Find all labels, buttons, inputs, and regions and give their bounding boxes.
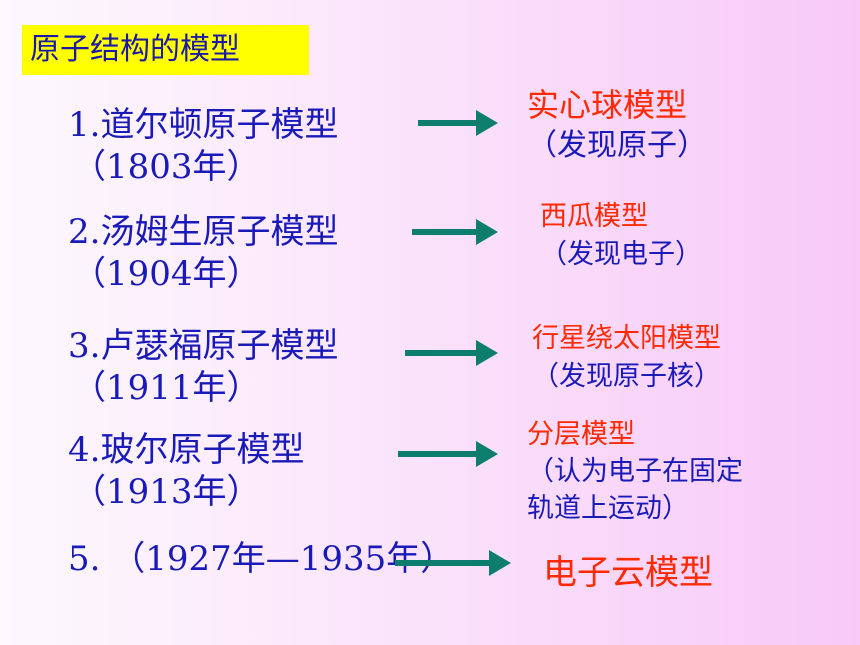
model-3-result: 行星绕太阳模型 （发现原子核） bbox=[532, 320, 721, 396]
model-1-result: 实心球模型 （发现原子） bbox=[527, 84, 707, 166]
model-1-label: 1.道尔顿原子模型 bbox=[68, 105, 339, 145]
model-4-label: 4.玻尔原子模型 bbox=[68, 430, 305, 470]
model-5-name: 电子云模型 bbox=[543, 553, 713, 593]
model-1-label-block: 1.道尔顿原子模型 （1803年） bbox=[68, 104, 338, 188]
arrow-right-icon bbox=[418, 110, 498, 136]
model-2-name: 西瓜模型 bbox=[540, 201, 648, 232]
arrow-right-icon bbox=[412, 219, 498, 245]
model-3-year: （1911年） bbox=[72, 368, 261, 408]
model-2-note: （发现电子） bbox=[540, 239, 702, 270]
arrow-right-icon bbox=[405, 340, 498, 366]
model-5-result: 电子云模型 bbox=[543, 551, 713, 595]
model-5-label-block: 5. （1927年—1935年） bbox=[68, 538, 454, 580]
model-4-note: （认为电子在固定 bbox=[527, 456, 743, 487]
model-2-year: （1904年） bbox=[72, 254, 261, 294]
arrow-right-icon bbox=[398, 441, 498, 467]
model-4-result: 分层模型 （认为电子在固定 轨道上运动） bbox=[527, 417, 743, 527]
model-5-label: 5. （1927年—1935年） bbox=[68, 539, 455, 579]
model-2-result: 西瓜模型 （发现电子） bbox=[540, 198, 702, 274]
model-1-note: （发现原子） bbox=[527, 128, 707, 163]
model-2-label: 2.汤姆生原子模型 bbox=[68, 212, 339, 252]
model-4-year: （1913年） bbox=[72, 472, 261, 512]
model-1-name: 实心球模型 bbox=[527, 86, 688, 124]
model-4-name: 分层模型 bbox=[527, 419, 635, 450]
model-1-year: （1803年） bbox=[72, 147, 261, 187]
model-3-label: 3.卢瑟福原子模型 bbox=[68, 326, 339, 366]
model-3-name: 行星绕太阳模型 bbox=[532, 323, 721, 354]
model-3-label-block: 3.卢瑟福原子模型 （1911年） bbox=[68, 325, 338, 409]
model-4-label-block: 4.玻尔原子模型 （1913年） bbox=[68, 429, 304, 513]
slide-title: 原子结构的模型 bbox=[22, 25, 309, 75]
arrow-right-icon bbox=[395, 550, 511, 576]
model-3-note: （发现原子核） bbox=[532, 361, 721, 392]
model-4-note-line2: 轨道上运动） bbox=[527, 493, 689, 524]
model-2-label-block: 2.汤姆生原子模型 （1904年） bbox=[68, 211, 338, 295]
